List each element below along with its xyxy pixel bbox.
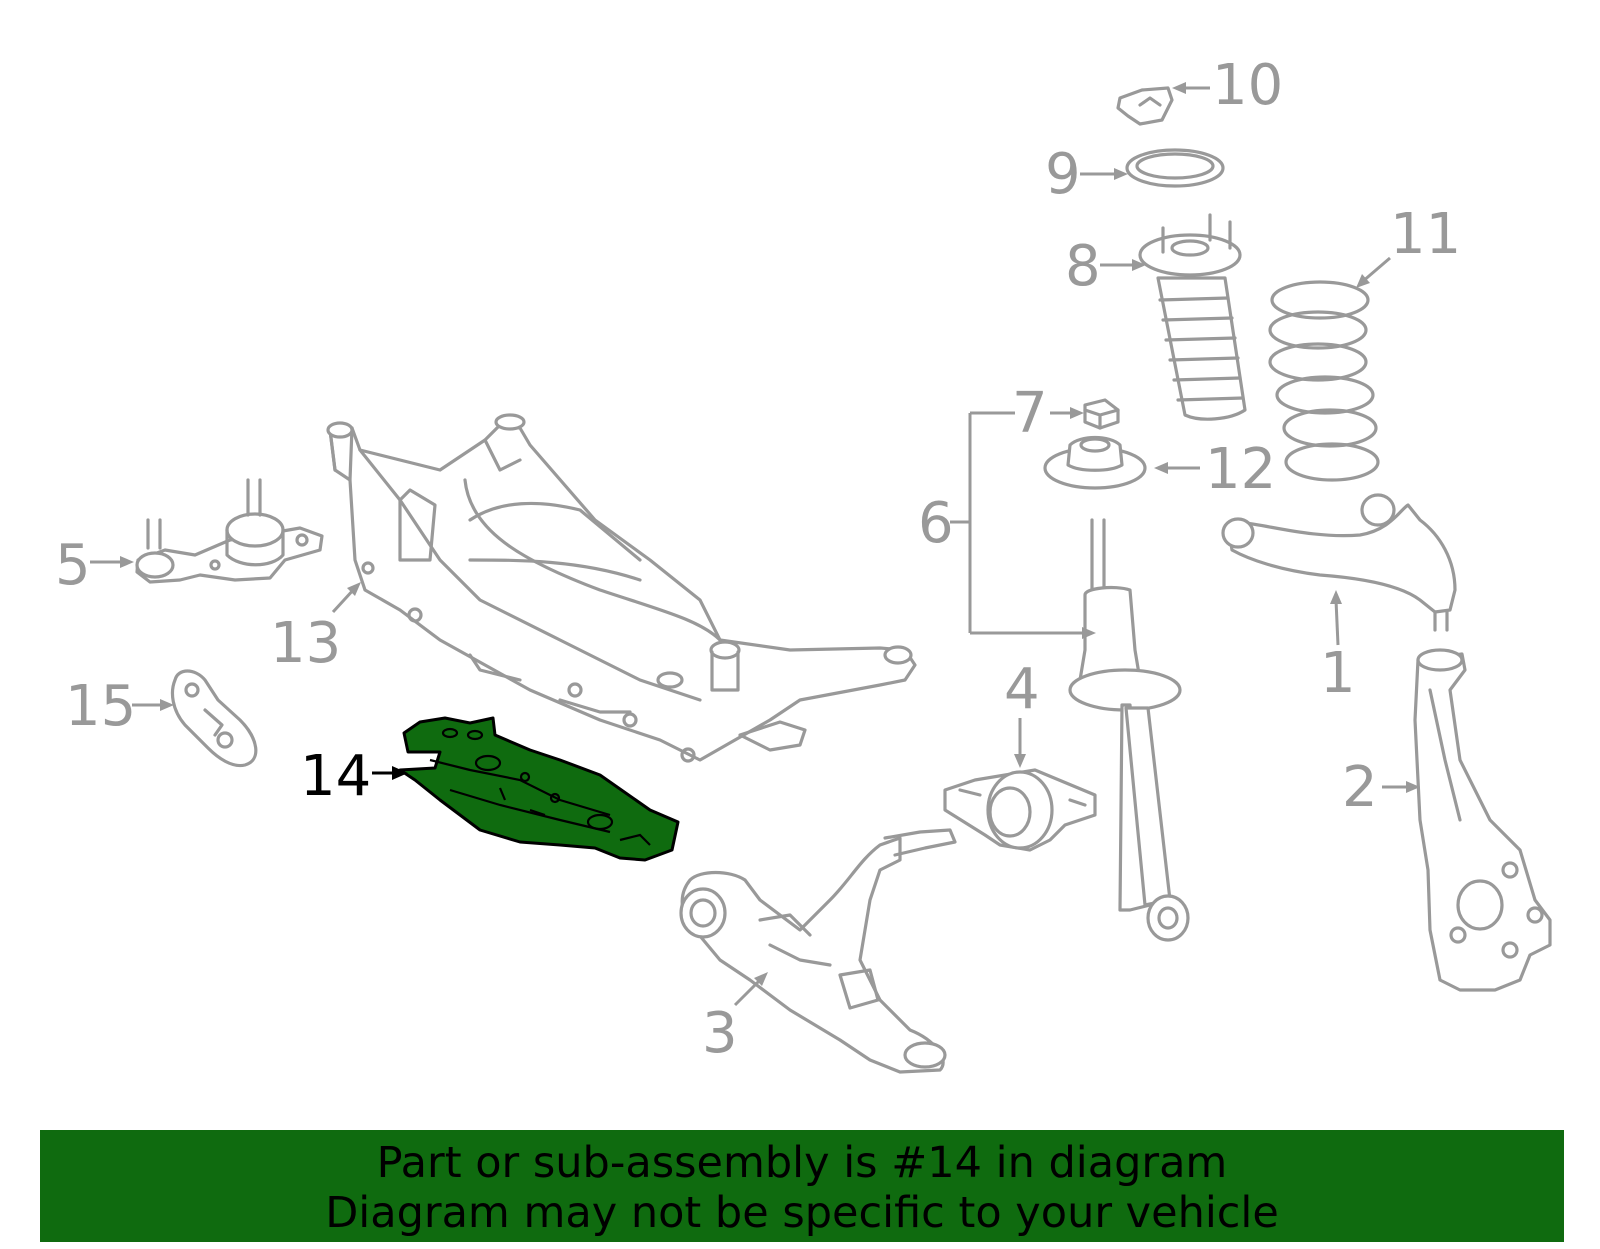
part-14-skid-plate	[398, 716, 680, 862]
callout-12: 12	[1205, 437, 1276, 502]
part-9-insulator	[1125, 148, 1225, 188]
part-8-upper-mount-boot	[1138, 213, 1247, 421]
callout-9: 9	[1045, 142, 1081, 207]
notice-banner: Part or sub-assembly is #14 in diagram D…	[40, 1130, 1564, 1242]
callout-2: 2	[1342, 755, 1378, 820]
banner-line-2: Diagram may not be specific to your vehi…	[325, 1188, 1279, 1238]
callout-5: 5	[55, 533, 91, 598]
part-12-strut-mount	[1043, 435, 1147, 490]
part-15-bracket	[170, 669, 258, 768]
callout-4: 4	[1004, 657, 1040, 722]
callout-1: 1	[1320, 641, 1356, 706]
part-3-lower-control-arm	[679, 828, 957, 1074]
callout-3: 3	[702, 1001, 738, 1066]
leader-lines	[90, 82, 1420, 1007]
callout-10: 10	[1212, 53, 1283, 118]
banner-line-1: Part or sub-assembly is #14 in diagram	[376, 1138, 1228, 1188]
callout-labels: 1 2 3 4 5 6 7 8 9 10 11 12 13 14 15	[55, 53, 1461, 1066]
callout-11: 11	[1390, 202, 1461, 267]
part-2-steering-knuckle	[1413, 648, 1552, 992]
part-5-engine-mount	[135, 478, 324, 584]
callout-6: 6	[918, 491, 954, 556]
part-7-nut	[1083, 398, 1120, 430]
part-10-clip	[1116, 86, 1174, 126]
callout-8: 8	[1065, 234, 1101, 299]
callout-15: 15	[65, 674, 136, 739]
callout-13: 13	[270, 611, 341, 676]
part-11-coil-spring	[1268, 280, 1380, 482]
part-13-crossmember	[326, 413, 917, 763]
callout-7: 7	[1012, 381, 1048, 446]
part-1-upper-control-arm	[1221, 493, 1457, 632]
callout-14: 14	[300, 744, 371, 809]
part-6-shock-absorber	[1068, 518, 1190, 942]
part-4-bushing	[943, 768, 1097, 852]
